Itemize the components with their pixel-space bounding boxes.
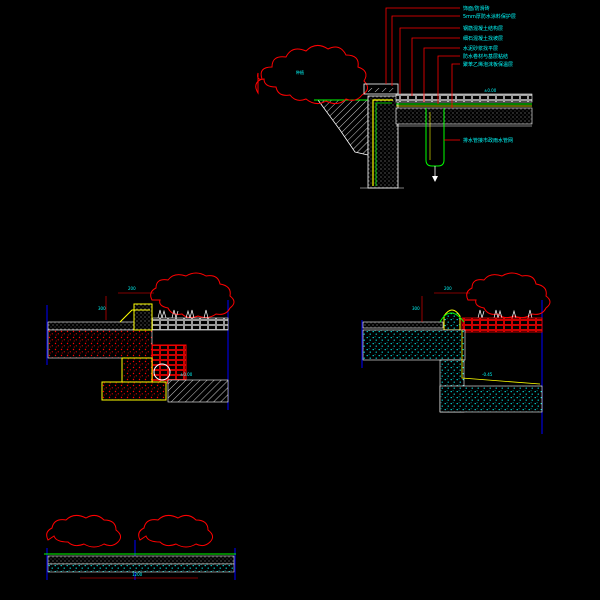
foundation	[101, 381, 167, 401]
wall-waterproof	[375, 102, 392, 186]
gravel-slab	[362, 329, 466, 361]
tree-canopy-icon	[255, 45, 368, 105]
dim-top-text: 200	[444, 286, 452, 291]
mid-right-detail: 200 300 -0.45	[361, 272, 551, 434]
dim-top-text: 200	[128, 286, 136, 291]
callout-labels: 饰面/防滑砖 5mm厚防水涂料保护层 钢筋混凝土结构层 细石混凝土找坡层 水泥砂…	[463, 5, 516, 144]
callout-label-6: 防水卷材与基层粘结	[463, 53, 508, 60]
bottom-detail: 1200	[44, 514, 236, 580]
coping	[363, 83, 399, 95]
soil-layer	[47, 555, 235, 565]
tree-canopy-icon	[138, 514, 214, 548]
lower-base	[439, 385, 543, 413]
canopy-label: 种植	[296, 69, 304, 75]
concrete-slab	[47, 329, 153, 359]
paving-strip	[362, 321, 444, 329]
foundation-soil	[167, 379, 229, 403]
structural-slab	[395, 107, 533, 125]
dim-text: 1200	[132, 572, 143, 577]
paving-surface	[395, 93, 533, 103]
curb-membrane	[119, 309, 150, 323]
soil-slope	[317, 99, 369, 156]
drain-pipe-icon	[153, 363, 171, 381]
curb-membrane	[439, 312, 465, 323]
curb	[133, 303, 153, 331]
wall-membrane	[461, 330, 541, 385]
callout-label-7: 聚苯乙烯泡沫板保温层	[463, 61, 513, 68]
brick-pit	[151, 344, 187, 384]
tree-canopy-icon	[466, 272, 551, 319]
callout-label-2: 5mm厚防水涂料保护层	[463, 13, 516, 20]
tree-canopy-icon	[46, 514, 122, 548]
level-text: ±0.00	[180, 372, 193, 377]
planter-soil	[151, 317, 229, 331]
top-detail: 种植 ±0.00	[255, 5, 533, 189]
footing	[121, 357, 153, 383]
wall-membrane	[372, 99, 393, 186]
leader-lines	[385, 7, 460, 141]
top-level-text: ±0.00	[484, 88, 497, 93]
gravel-layer	[47, 563, 235, 573]
level-text: -0.45	[482, 372, 493, 377]
dim-side-text: 300	[412, 306, 420, 311]
mid-left-detail: 200 300 ±0.00	[46, 272, 235, 410]
callout-label-1: 饰面/防滑砖	[463, 5, 490, 12]
callout-label-3: 钢筋混凝土结构层	[463, 25, 503, 32]
planter-brick	[461, 317, 543, 333]
paving-strip	[47, 321, 135, 331]
callout-label-5: 水泥砂浆找平层	[463, 45, 498, 52]
drain-callout-label: 排水管接市政雨水管网	[463, 137, 513, 144]
drain-arrow-icon	[432, 176, 438, 182]
callout-label-4: 细石混凝土找坡层	[463, 35, 503, 42]
tree-canopy-icon	[150, 272, 235, 319]
coping-inner	[368, 88, 394, 92]
grass-tuft-icon	[157, 309, 209, 320]
dim-side-text: 300	[98, 306, 106, 311]
